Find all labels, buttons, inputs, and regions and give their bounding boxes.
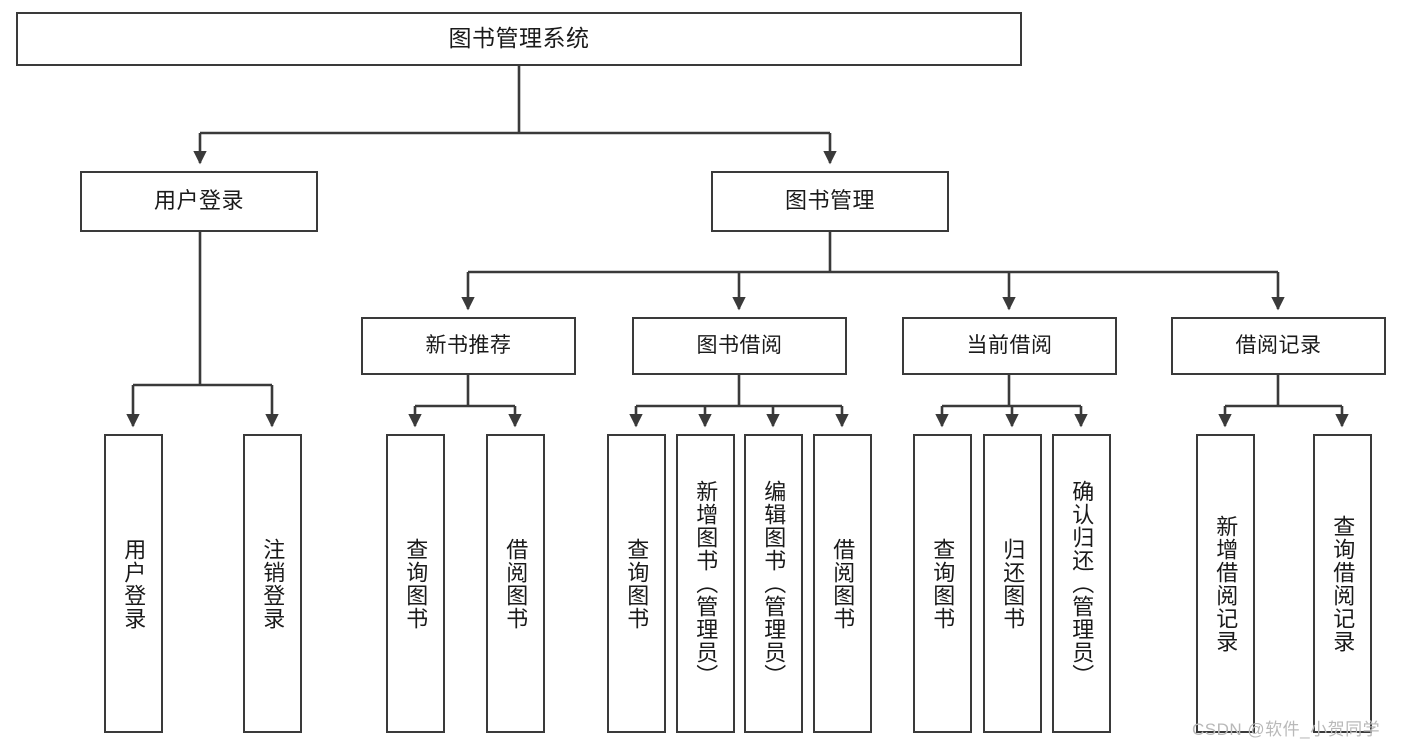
node-label: 图书管理系统	[448, 25, 590, 52]
node-label: 新书推荐	[425, 334, 512, 358]
node-book-borrow[interactable]: 图书借阅	[632, 317, 847, 375]
node-label: 查询借阅记录	[1330, 514, 1356, 653]
leaf-return-book[interactable]: 归还图书	[983, 434, 1042, 733]
leaf-borrow-book[interactable]: 借阅图书	[813, 434, 872, 733]
node-book-management-system[interactable]: 图书管理系统	[16, 12, 1022, 66]
node-label: 当前借阅	[966, 334, 1053, 358]
node-user-login[interactable]: 用户登录	[80, 171, 318, 232]
node-label: 查询图书	[930, 537, 956, 630]
node-label: 归还图书	[1000, 537, 1026, 630]
node-borrow-record[interactable]: 借阅记录	[1171, 317, 1386, 375]
leaf-query-book-recommend[interactable]: 查询图书	[386, 434, 445, 733]
node-label: 借阅记录	[1235, 334, 1322, 358]
leaf-user-login[interactable]: 用户登录	[104, 434, 163, 733]
node-label: 注销登录	[260, 537, 286, 630]
node-label: 编辑图书（管理员）	[761, 480, 787, 687]
node-label: 新增借阅记录	[1213, 514, 1239, 653]
leaf-confirm-return-admin[interactable]: 确认归还（管理员）	[1052, 434, 1111, 733]
node-label: 用户登录	[121, 537, 147, 630]
leaf-edit-book-admin[interactable]: 编辑图书（管理员）	[744, 434, 803, 733]
leaf-borrow-book-recommend[interactable]: 借阅图书	[486, 434, 545, 733]
leaf-logout[interactable]: 注销登录	[243, 434, 302, 733]
leaf-query-book-current[interactable]: 查询图书	[913, 434, 972, 733]
leaf-query-borrow-record[interactable]: 查询借阅记录	[1313, 434, 1372, 733]
node-label: 查询图书	[403, 537, 429, 630]
node-new-book-recommend[interactable]: 新书推荐	[361, 317, 576, 375]
node-label: 图书管理	[784, 188, 875, 214]
node-book-management[interactable]: 图书管理	[711, 171, 949, 232]
node-label: 借阅图书	[830, 537, 856, 630]
node-label: 用户登录	[153, 188, 244, 214]
node-label: 确认归还（管理员）	[1069, 480, 1095, 687]
node-label: 图书借阅	[696, 334, 783, 358]
node-label: 查询图书	[624, 537, 650, 630]
node-current-borrow[interactable]: 当前借阅	[902, 317, 1117, 375]
node-label: 借阅图书	[503, 537, 529, 630]
leaf-add-borrow-record[interactable]: 新增借阅记录	[1196, 434, 1255, 733]
node-label: 新增图书（管理员）	[693, 480, 719, 687]
watermark: CSDN @软件_小贺同学	[1192, 720, 1381, 739]
leaf-query-book-borrow[interactable]: 查询图书	[607, 434, 666, 733]
leaf-add-book-admin[interactable]: 新增图书（管理员）	[676, 434, 735, 733]
